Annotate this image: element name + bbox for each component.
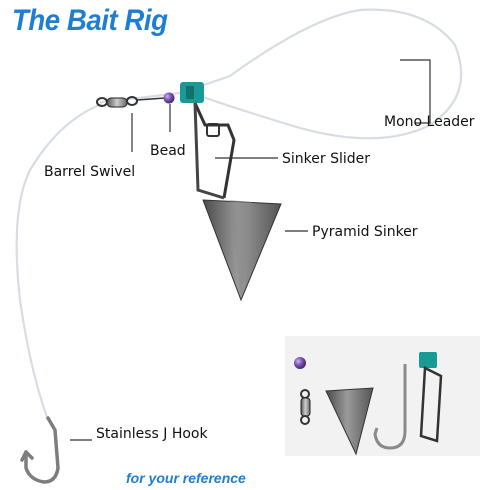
mono-leader-line	[15, 8, 463, 421]
barrel-swivel-icon	[300, 389, 311, 425]
reference-note: for your reference	[126, 470, 246, 486]
pyramid-sinker-label: Pyramid Sinker	[312, 224, 418, 240]
pyramid-sinker-icon	[325, 387, 374, 456]
pyramid-sinker-icon	[202, 199, 282, 302]
sinker-slider-icon	[180, 82, 236, 200]
j-hook-icon	[20, 416, 60, 484]
j-hook-icon	[373, 364, 407, 450]
barrel-swivel-label: Barrel Swivel	[44, 164, 136, 180]
bead-icon	[294, 357, 306, 369]
bead-label: Bead	[150, 143, 186, 159]
mono-leader-label: Mono Leader	[384, 114, 475, 130]
callout-lines	[70, 59, 431, 441]
reference-inset	[285, 336, 480, 456]
reference-components	[294, 352, 443, 456]
barrel-swivel-icon	[96, 96, 166, 108]
bead-icon	[163, 92, 175, 104]
sinker-slider-icon	[419, 352, 443, 443]
sinker-slider-label: Sinker Slider	[282, 151, 370, 167]
diagram-title: The Bait Rig	[12, 4, 168, 37]
stainless-j-hook-label: Stainless J Hook	[96, 426, 208, 442]
